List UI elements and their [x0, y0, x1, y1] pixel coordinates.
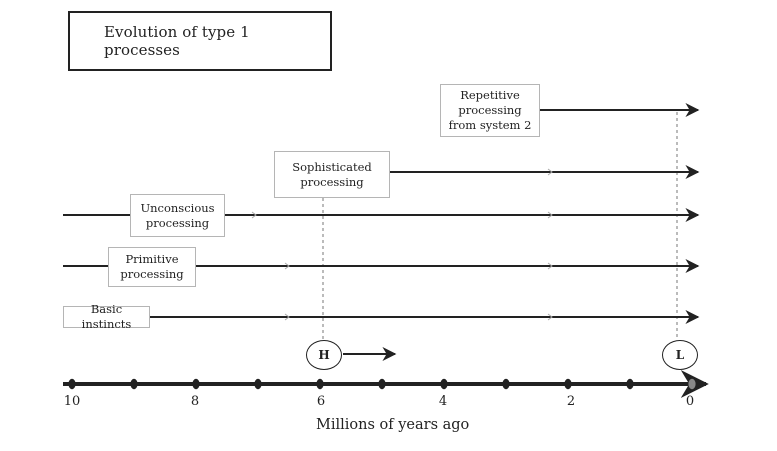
repetitive-processing-label: Repetitive processing from system 2: [440, 84, 540, 137]
axis-title: Millions of years ago: [316, 417, 470, 433]
axis-dots: [68, 378, 696, 390]
axis-tick-label: 2: [566, 394, 576, 409]
axis-dot: [254, 378, 262, 390]
axis-tick-label: 10: [63, 394, 81, 409]
sophisticated-processing-label: Sophisticated processing: [274, 151, 390, 198]
unconscious-processing-label: Unconscious processing: [130, 194, 225, 237]
primitive-processing-label: Primitive processing: [108, 247, 196, 287]
axis-tick-label: 8: [190, 394, 200, 409]
axis-dot: [68, 378, 76, 390]
axis-dot: [688, 378, 696, 390]
axis-dot: [564, 378, 572, 390]
faint-chevrons: [251, 168, 553, 321]
axis-dot: [192, 378, 200, 390]
axis-dot: [378, 378, 386, 390]
l-marker: L: [662, 340, 698, 370]
axis-dot: [316, 378, 324, 390]
axis-dot: [130, 378, 138, 390]
axis-dot: [626, 378, 634, 390]
axis-tick-label: 6: [316, 394, 326, 409]
h-marker: H: [306, 340, 342, 370]
axis-dot: [440, 378, 448, 390]
axis-dot: [502, 378, 510, 390]
axis-tick-label: 0: [685, 394, 695, 409]
diagram-title: Evolution of type 1 processes: [68, 11, 332, 71]
axis-tick-label: 4: [438, 394, 448, 409]
basic-instincts-label: Basic instincts: [63, 302, 150, 331]
